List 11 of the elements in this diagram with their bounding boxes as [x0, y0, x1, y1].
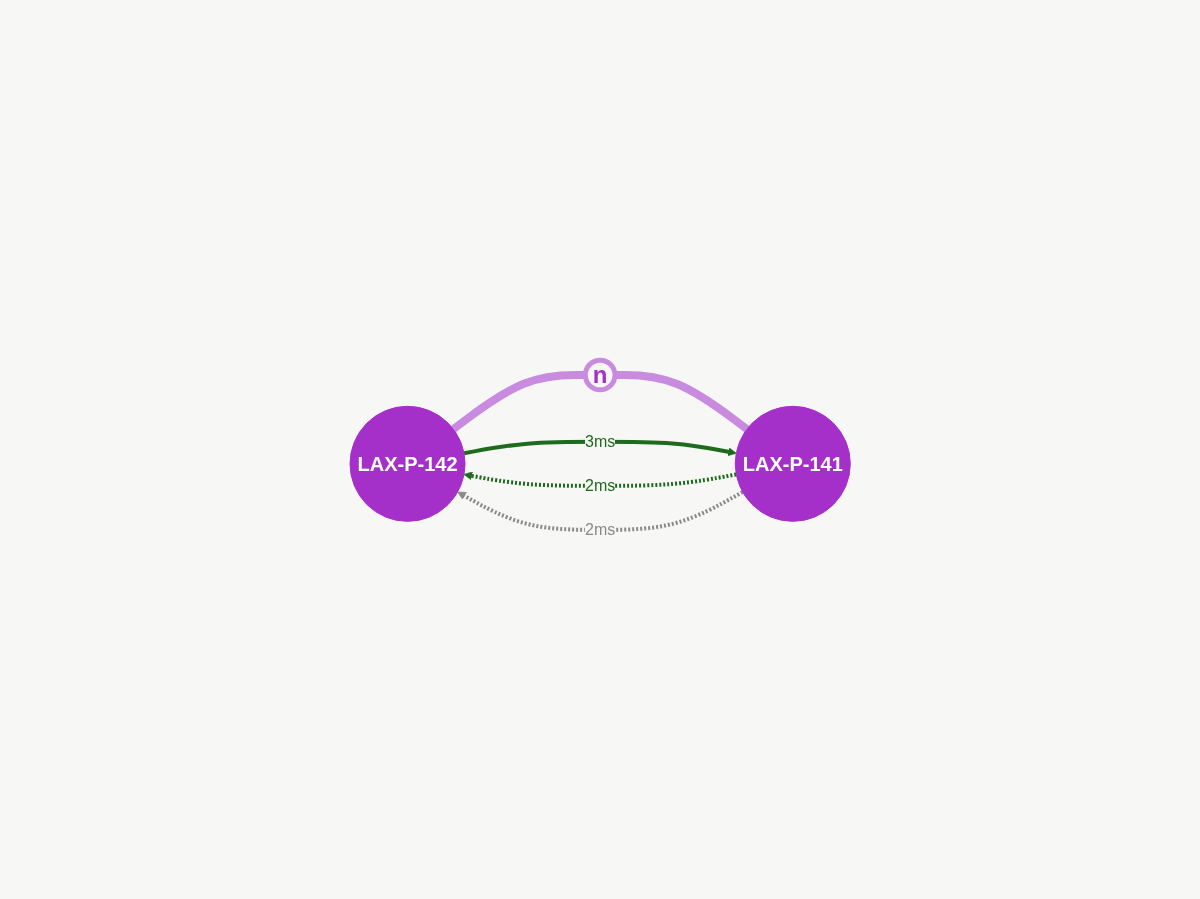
arrow [463, 439, 737, 457]
node-circle: LAX-P-141 [734, 405, 851, 522]
arrow [457, 490, 744, 532]
connector [450, 371, 586, 433]
edge-label: 2ms [584, 520, 616, 538]
connector [614, 371, 750, 433]
arrow [463, 471, 737, 488]
node-circle: n [582, 357, 618, 393]
edge-label: 3ms [584, 432, 616, 450]
node-circle: LAX-P-142 [349, 405, 466, 522]
edge-label: 2ms [584, 476, 616, 494]
